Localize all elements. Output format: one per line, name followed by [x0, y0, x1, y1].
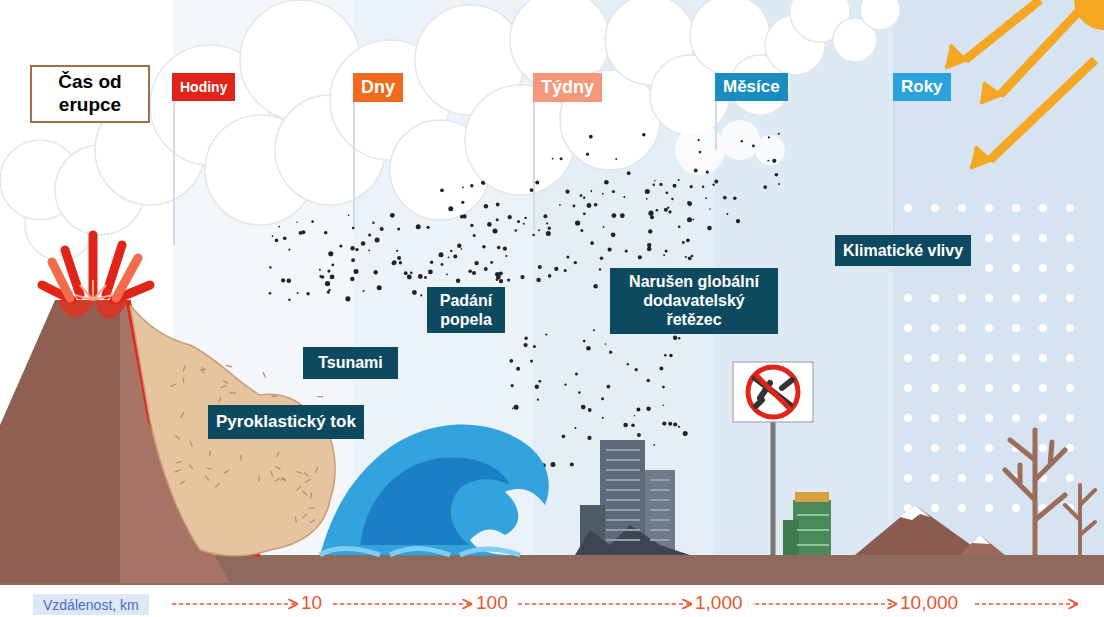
distance-value: 100 — [473, 592, 511, 614]
city-buildings — [575, 440, 690, 555]
node-text: Roky — [901, 77, 943, 97]
sun-rays — [945, 0, 1095, 168]
thin-cloud — [675, 120, 785, 175]
node-text: Narušen globální dodavatelský řetězec — [618, 272, 770, 330]
green-building — [783, 492, 831, 555]
node-text: Klimatické vlivy — [843, 241, 963, 260]
sun — [1074, 0, 1104, 30]
node-text: Padání popela — [435, 291, 497, 329]
time-band — [893, 0, 1104, 585]
distance-value: 1,000 — [692, 592, 746, 614]
effect-label: Narušen globální dodavatelský řetězec — [610, 268, 778, 334]
effect-label: Klimatické vlivy — [835, 235, 971, 266]
node-text: Hodiny — [180, 79, 227, 95]
time-flag: Dny — [353, 73, 403, 102]
distance-value: 10 — [298, 592, 325, 614]
distance-value: 10,000 — [897, 592, 961, 614]
node-text: Měsíce — [723, 77, 780, 97]
building-windows — [606, 450, 670, 540]
eruption-cloud — [0, 0, 900, 260]
axis-title-box: Vzdálenost, km — [33, 594, 149, 615]
effect-label: Padání popela — [427, 287, 505, 333]
node-text: Čas od erupce — [38, 71, 142, 117]
mountains — [855, 505, 1005, 555]
time-header-box: Čas od erupce — [30, 65, 150, 123]
node-text: Tsunami — [318, 353, 383, 372]
node-text: Týdny — [541, 77, 594, 98]
time-flag: Hodiny — [172, 73, 235, 101]
node-text: Pyroklastický tok — [216, 412, 356, 432]
tsunami-wave — [320, 424, 550, 556]
time-flag: Týdny — [533, 73, 602, 102]
effect-label: Pyroklastický tok — [208, 405, 364, 439]
bare-trees — [1005, 430, 1095, 555]
node-text: Vzdálenost, km — [43, 597, 139, 613]
flow-texture — [170, 365, 323, 522]
effect-label: Tsunami — [303, 347, 398, 379]
time-flag: Roky — [893, 73, 951, 101]
node-text: Dny — [361, 77, 395, 98]
time-flag: Měsíce — [715, 73, 788, 101]
